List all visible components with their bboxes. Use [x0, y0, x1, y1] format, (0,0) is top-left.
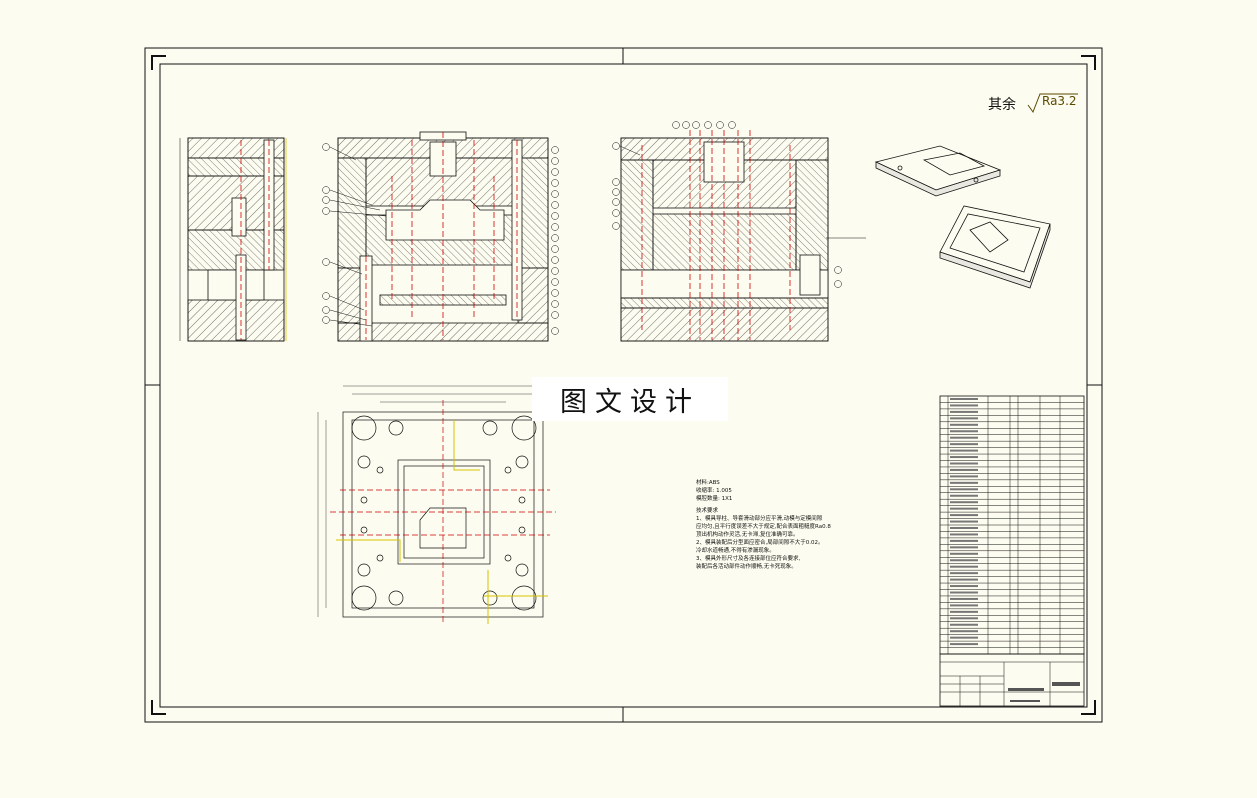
bom-cell-mark [950, 423, 978, 426]
bom-cell-mark [950, 462, 978, 465]
part-3d-view-bottom [939, 205, 1051, 289]
bom-cell-mark [950, 481, 978, 484]
bom-cell-mark [950, 533, 978, 536]
border-frame [144, 47, 1103, 723]
main-section-view-b [612, 121, 866, 342]
bill-of-materials-table [939, 395, 1085, 655]
note-line: 2、模具装配后分型面应密合,局部间隙不大于0.02。 [696, 540, 824, 546]
note-heading: 技术要求 [696, 508, 719, 514]
note-line: 冷却水道畅通,不得有渗漏现象。 [696, 548, 775, 554]
bom-cell-mark [950, 449, 978, 452]
roughness-value: Ra3.2 [1042, 94, 1077, 108]
note-material: 材料:ABS [696, 480, 720, 486]
bom-cell-mark [950, 430, 978, 433]
title-block [939, 653, 1085, 707]
bom-cell-mark [950, 604, 978, 607]
bom-cell-mark [950, 617, 978, 620]
bom-cell-mark [950, 559, 978, 562]
bom-cell-mark [950, 546, 978, 549]
bom-cell-mark [950, 398, 978, 400]
note-line: 装配后各活动部件动作顺畅,无卡死现象。 [696, 564, 797, 570]
bom-cell-mark [950, 572, 978, 575]
bom-cell-mark [950, 597, 978, 600]
note-line: 1、模具导柱、导套滑动部分应平滑,动模与定模间隙 [696, 516, 823, 522]
bom-cell-mark [950, 507, 978, 510]
bom-cell-mark [950, 468, 978, 471]
roughness-symbol [1027, 93, 1078, 114]
bom-cell-mark [950, 488, 978, 491]
part-3d-view-top [874, 145, 1002, 197]
bom-cell-mark [950, 456, 978, 459]
note-line: 应均匀,且平行度误差不大于规定,配合表面粗糙度Ra0.8 [696, 524, 831, 530]
side-section-view [179, 137, 287, 342]
note-shrinkage: 收缩率: 1.005 [696, 488, 732, 494]
bom-cell-mark [950, 501, 978, 504]
bom-cell-mark [950, 404, 978, 407]
bom-cell-mark [950, 539, 978, 542]
bom-cell-mark [950, 610, 978, 613]
bom-cell-mark [950, 643, 978, 646]
technical-notes: 材料:ABS 收缩率: 1.005 模腔数量: 1X1 技术要求 1、模具导柱、… [696, 479, 836, 571]
bom-cell-mark [950, 636, 978, 639]
note-line: 3、模具外形尺寸及各连接部位应符合要求, [696, 556, 801, 562]
bom-cell-mark [950, 565, 978, 568]
bom-cell-mark [950, 436, 978, 439]
bom-cell-mark [950, 623, 978, 626]
bom-cell-mark [950, 578, 978, 581]
roughness-note: 其余 Ra3.2 [988, 92, 1077, 116]
bom-cell-mark [950, 417, 978, 420]
main-section-view-a [322, 131, 559, 342]
bom-cell-mark [950, 591, 978, 594]
bom-cell-mark [950, 443, 978, 446]
note-quantity: 模腔数量: 1X1 [696, 496, 733, 502]
bom-cell-mark [950, 410, 978, 413]
watermark: 图文设计 [532, 377, 728, 421]
bom-cell-mark [950, 514, 978, 517]
bom-cell-mark [950, 630, 978, 633]
note-line: 顶出机构动作灵活,无卡滞,复位准确可靠。 [696, 532, 799, 538]
bom-cell-mark [950, 585, 978, 588]
plan-view [317, 385, 556, 625]
bom-cell-mark [950, 552, 978, 555]
roughness-label: 其余 [988, 97, 1016, 113]
bom-cell-mark [950, 475, 978, 478]
bom-cell-mark [950, 527, 978, 529]
bom-cell-mark [950, 494, 978, 497]
bom-cell-mark [950, 520, 978, 523]
